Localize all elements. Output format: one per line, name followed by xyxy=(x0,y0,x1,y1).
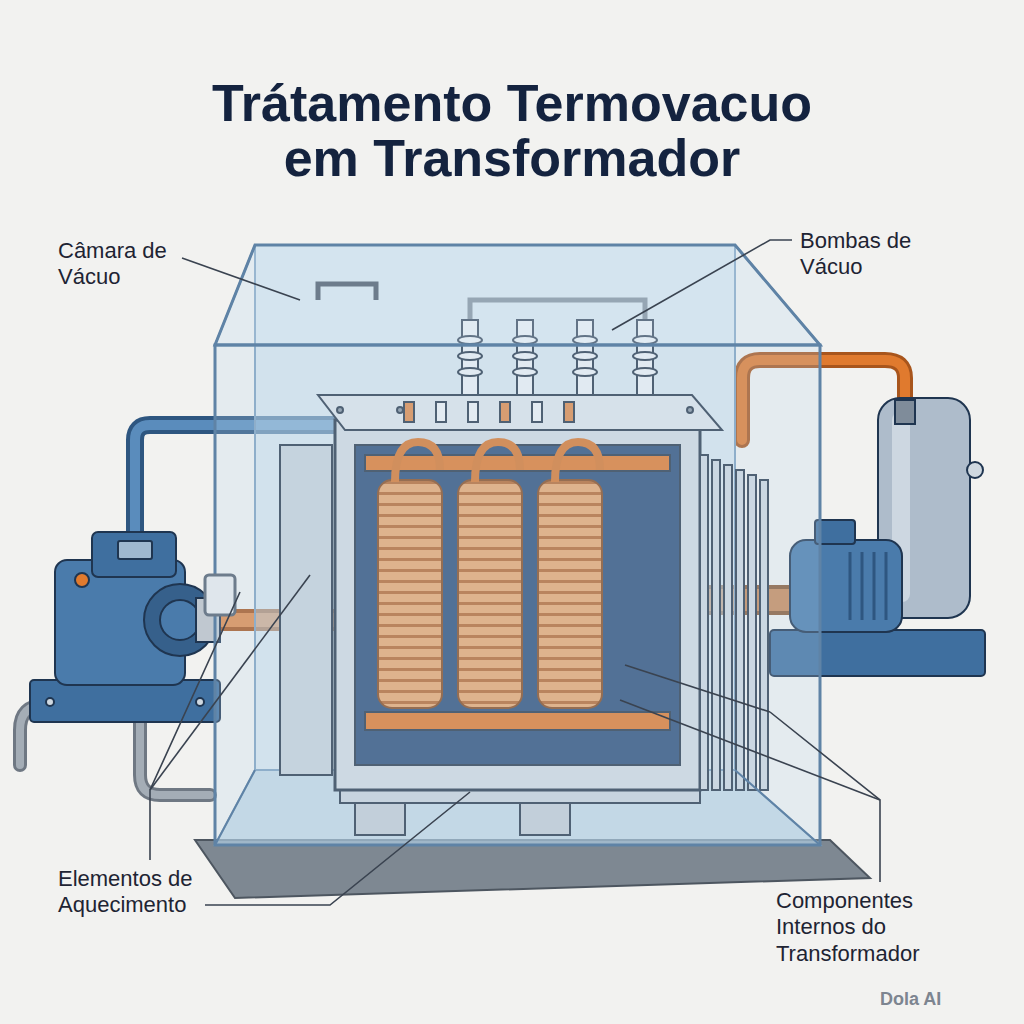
vacuum-pump-part xyxy=(196,698,204,706)
vacuum-chamber-part xyxy=(215,345,820,845)
vacuum-chamber-part xyxy=(215,245,820,845)
vacuum-chamber-part xyxy=(195,840,870,898)
leader-line-part xyxy=(625,665,770,712)
vacuum-pump-part xyxy=(30,680,220,722)
vacuum-pump-part xyxy=(160,600,200,640)
leader-line-part xyxy=(150,575,310,790)
callout-label: Elementos de Aquecimento xyxy=(58,866,258,919)
vacuum-pump-part xyxy=(895,400,915,424)
leader-line-part xyxy=(150,592,240,860)
leader-line-part xyxy=(612,240,792,330)
vacuum-chamber-part xyxy=(215,245,820,345)
vacuum-pump-part xyxy=(118,541,152,559)
vacuum-pump-part xyxy=(92,532,176,577)
vacuum-pump-part xyxy=(46,698,54,706)
vacuum-chamber-part xyxy=(205,575,235,615)
vacuum-chamber xyxy=(205,245,820,845)
leader-line-part xyxy=(770,712,880,882)
callout-label: Bombas de Vácuo xyxy=(800,228,950,281)
vacuum-pump xyxy=(30,532,220,722)
vacuum-pump-part xyxy=(75,573,89,587)
leader-line-part xyxy=(182,258,300,300)
vacuum-chamber xyxy=(195,245,870,898)
leader-line-part xyxy=(620,700,880,800)
diagram-title: Trátamento Termovacuo em Transformador xyxy=(187,76,837,185)
leader-line-part xyxy=(205,792,470,905)
vacuum-chamber-part xyxy=(318,284,376,300)
callout-label: Componentes Internos do Transformador xyxy=(776,888,976,967)
vacuum-pump-part xyxy=(967,462,983,478)
callout-label: Câmara de Vácuo xyxy=(58,238,208,291)
vacuum-pump-part xyxy=(850,552,886,620)
leader-line xyxy=(150,240,880,905)
watermark: Dola AI xyxy=(880,990,941,1010)
